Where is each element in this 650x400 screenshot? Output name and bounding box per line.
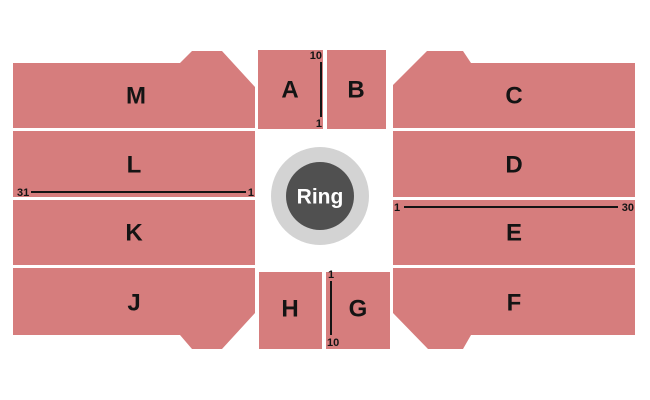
row-marker-bottom-inner: 1 (328, 269, 334, 281)
ring-inner-circle (286, 162, 354, 230)
row-marker-left-outer: 31 (17, 187, 29, 199)
section-F[interactable] (393, 268, 635, 349)
section-A[interactable] (258, 50, 323, 129)
section-L[interactable] (13, 131, 255, 197)
section-K[interactable] (13, 200, 255, 265)
row-marker-right-outer: 30 (622, 202, 634, 214)
row-marker-top-outer: 10 (310, 50, 322, 62)
row-marker-bottom-outer: 10 (327, 337, 339, 349)
section-C[interactable] (393, 51, 635, 128)
row-marker-right-inner: 1 (394, 202, 400, 214)
row-marker-top-inner: 1 (316, 118, 322, 130)
section-G[interactable] (326, 272, 390, 349)
section-D[interactable] (393, 131, 635, 197)
section-H[interactable] (259, 272, 322, 349)
section-B[interactable] (327, 50, 386, 129)
section-M[interactable] (13, 51, 255, 128)
section-J[interactable] (13, 268, 255, 349)
row-marker-left-inner: 1 (248, 187, 254, 199)
section-E[interactable] (393, 200, 635, 265)
